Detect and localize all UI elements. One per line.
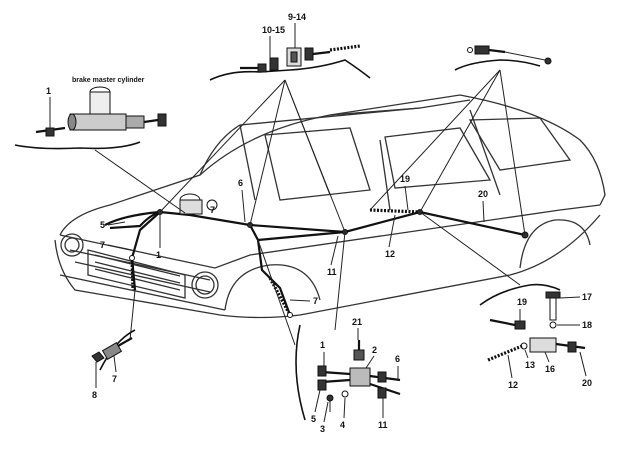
brake-master-cylinder-detail: brake master cylinder 1: [14, 77, 167, 150]
label-11-bottom: 11: [378, 420, 388, 430]
label-7-center: 7: [210, 205, 215, 215]
label-20-bottom: 20: [582, 378, 592, 388]
label-1-main: 1: [156, 250, 161, 260]
label-12: 12: [385, 249, 395, 259]
junction-points: [129, 209, 529, 318]
label-16: 16: [545, 364, 555, 374]
label-5-bottom: 5: [311, 414, 316, 424]
label-7-bottom-left: 7: [112, 374, 117, 384]
label-2: 2: [372, 345, 377, 355]
top-right-fitting-group: [454, 45, 552, 71]
label-18: 18: [582, 320, 592, 330]
master-cylinder-onboard: [179, 193, 218, 215]
master-cylinder-caption: brake master cylinder: [72, 77, 145, 84]
label-19-bottom: 19: [517, 297, 527, 307]
label-6-bottom: 6: [395, 354, 400, 364]
label-20: 20: [478, 189, 488, 199]
label-9-14: 9-14: [288, 12, 306, 22]
front-left-pipe: [130, 211, 161, 291]
label-3: 3: [320, 424, 325, 434]
label-11: 11: [327, 267, 337, 277]
rear-hose: [369, 208, 421, 214]
front-left-hose: [130, 257, 135, 291]
label-7-front-right: 7: [313, 296, 318, 306]
label-5: 5: [100, 220, 105, 230]
label-12-bottom: 12: [508, 380, 518, 390]
label-19: 19: [400, 174, 410, 184]
label-17: 17: [582, 292, 592, 302]
bottom-left-detail: 8 7: [91, 329, 136, 400]
main-labels: 5 6 7 1 7 11 12 19 20 7: [100, 174, 488, 306]
bottom-right-detail: 19 17 18 13 16 12 20: [479, 283, 592, 390]
top-fitting-group: 9-14 10-15: [209, 12, 371, 81]
label-6: 6: [238, 178, 243, 188]
label-13: 13: [525, 360, 535, 370]
main-pipe-right: [249, 210, 526, 237]
leader-lines: [94, 69, 526, 346]
top-group-bracket: [209, 59, 371, 81]
label-7-front-left: 7: [100, 240, 105, 250]
bottom-center-detail: 21 1 2 6 5 3 4 11: [295, 317, 401, 434]
label-1-master: 1: [46, 86, 51, 96]
label-8: 8: [92, 390, 97, 400]
label-10-15: 10-15: [262, 25, 285, 35]
main-pipe-lower: [257, 230, 346, 242]
label-4: 4: [340, 420, 345, 430]
top-right-bracket: [454, 59, 541, 71]
label-1-bottom: 1: [320, 340, 325, 350]
label-21: 21: [352, 317, 362, 327]
car-body: [54, 94, 606, 319]
